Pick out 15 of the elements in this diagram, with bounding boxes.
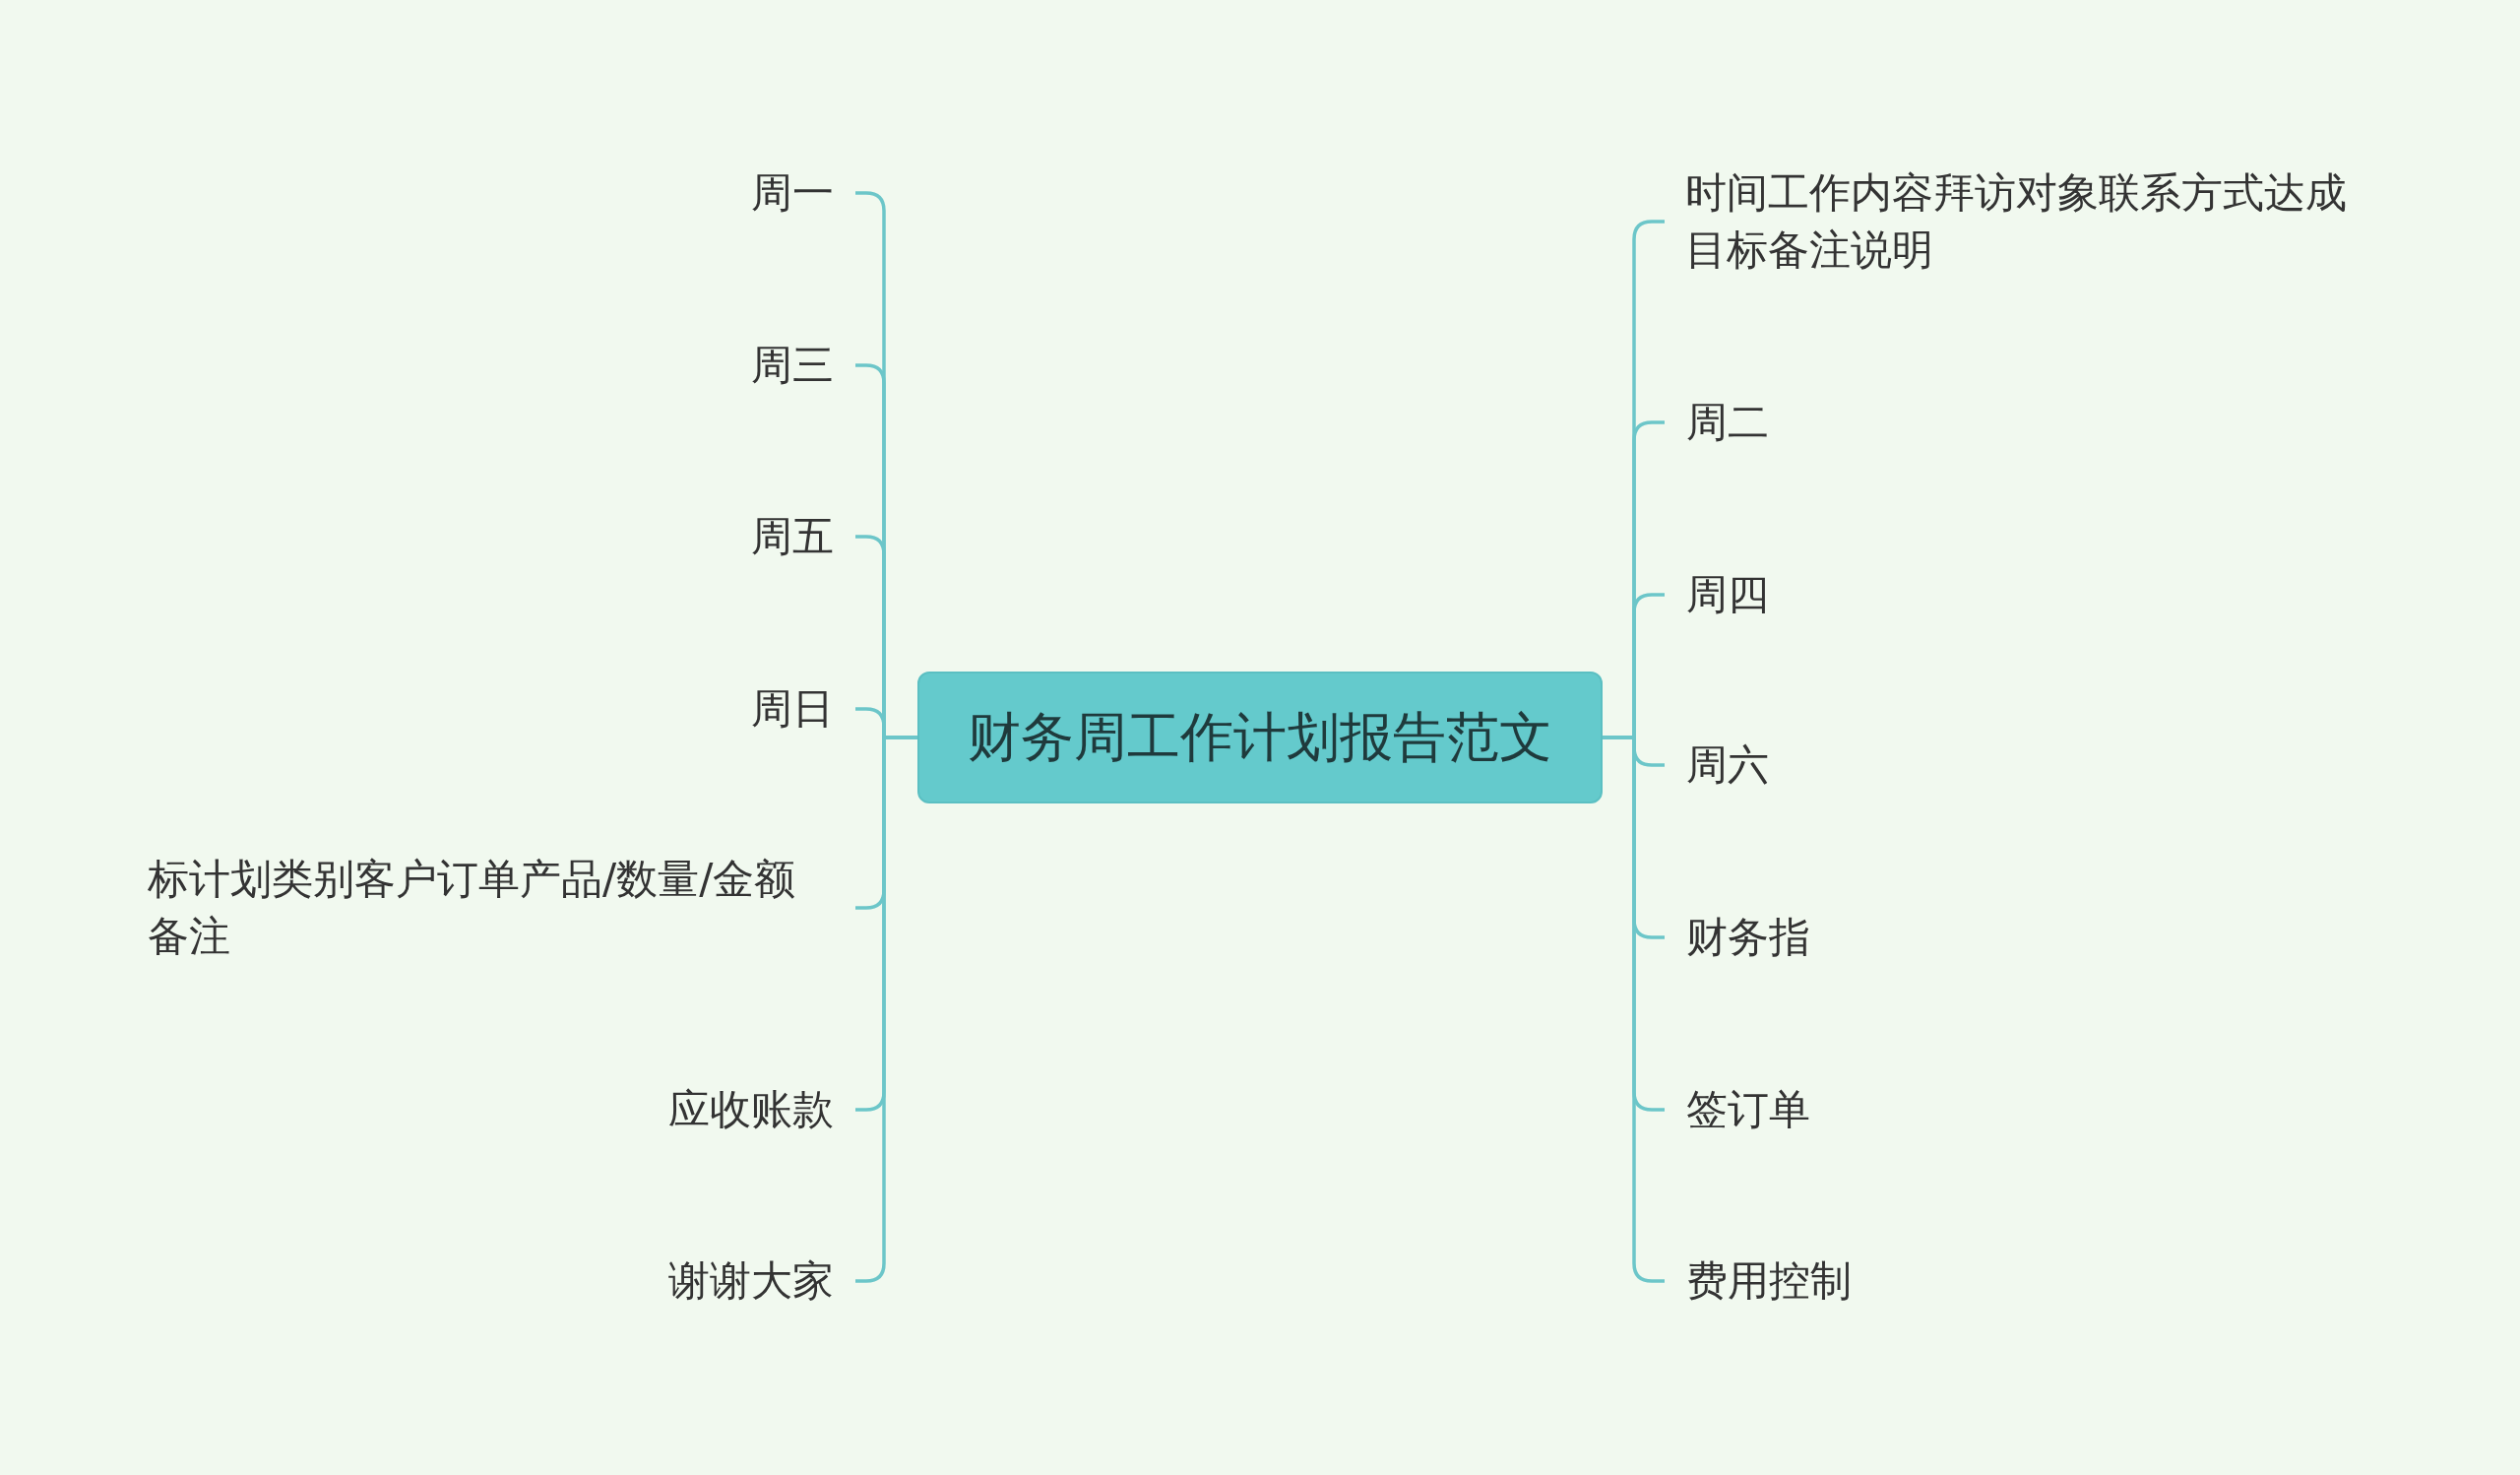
central-topic: 财务周工作计划报告范文	[917, 672, 1603, 803]
branch-topic: 周四	[1665, 566, 1769, 623]
branch-topic: 谢谢大家	[668, 1252, 855, 1310]
branch-topic: 时间工作内容拜访对象联系方式达成目标备注说明	[1664, 164, 2372, 279]
branch-topic: 周五	[751, 508, 855, 565]
branch-topic: 财务指	[1665, 909, 1810, 966]
branch-topic: 标计划类别客户订单产品/数量/金额备注	[148, 851, 855, 965]
branch-topic: 费用控制	[1665, 1252, 1852, 1310]
branch-topic: 应收账款	[668, 1081, 855, 1138]
branch-topic: 周一	[751, 164, 855, 222]
branch-topic: 签订单	[1665, 1081, 1810, 1138]
branch-topic: 周三	[751, 337, 855, 394]
branch-topic: 周六	[1665, 737, 1769, 794]
branch-topic: 周二	[1665, 394, 1769, 451]
branch-topic: 周日	[751, 680, 855, 738]
